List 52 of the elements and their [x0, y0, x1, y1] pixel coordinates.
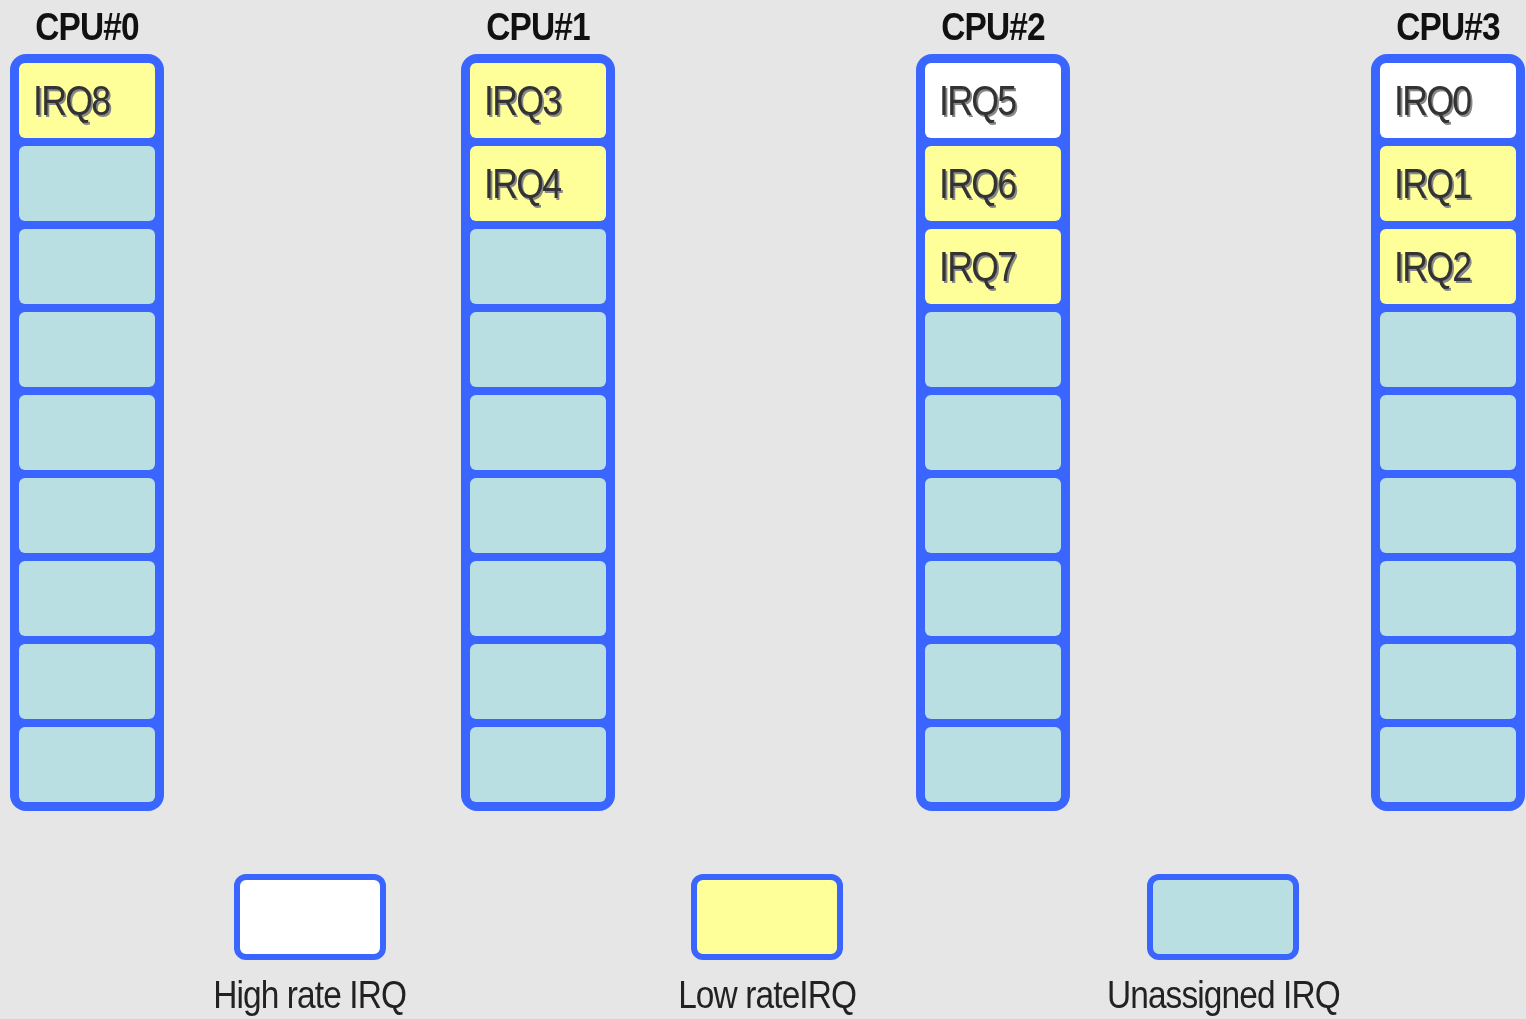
irq-label: IRQ8 [33, 76, 110, 125]
irq-slot [925, 146, 1061, 221]
empty-slot [470, 312, 606, 387]
empty-slot [470, 478, 606, 553]
legend-label: Unassigned IRQ [1106, 974, 1340, 1017]
empty-slot [19, 644, 155, 719]
irq-label: IRQ1 [1394, 159, 1471, 208]
empty-slot [1380, 727, 1516, 802]
irq-slot [925, 229, 1061, 304]
column-heading: CPU#0 [34, 5, 140, 50]
irq-slot [1380, 146, 1516, 221]
irq-slot [925, 63, 1061, 138]
irq-slot [470, 63, 606, 138]
irq-label: IRQ4 [484, 159, 561, 208]
empty-slot [19, 146, 155, 221]
empty-slot [1380, 312, 1516, 387]
irq-label: IRQ3 [484, 76, 561, 125]
empty-slot [925, 395, 1061, 470]
empty-slot [1380, 395, 1516, 470]
irq-label: IRQ5 [939, 76, 1016, 125]
irq-slot [1380, 229, 1516, 304]
column-heading: CPU#1 [485, 5, 591, 50]
legend-label: High rate IRQ [213, 974, 407, 1017]
empty-slot [1380, 561, 1516, 636]
empty-slot [19, 229, 155, 304]
empty-slot [470, 561, 606, 636]
empty-slot [470, 644, 606, 719]
irq-slot [470, 146, 606, 221]
irq-slot [19, 63, 155, 138]
empty-slot [470, 727, 606, 802]
legend-label: Low rateIRQ [678, 974, 856, 1017]
empty-slot [925, 727, 1061, 802]
empty-slot [925, 644, 1061, 719]
empty-slot [19, 395, 155, 470]
empty-slot [19, 561, 155, 636]
empty-slot [1380, 478, 1516, 553]
empty-slot [19, 727, 155, 802]
irq-label: IRQ7 [939, 242, 1016, 291]
irq-label: IRQ2 [1394, 242, 1471, 291]
empty-slot [1380, 644, 1516, 719]
empty-slot [925, 478, 1061, 553]
empty-slot [925, 312, 1061, 387]
irq-slot [1380, 63, 1516, 138]
empty-slot [470, 229, 606, 304]
empty-slot [19, 478, 155, 553]
irq-label: IRQ0 [1394, 76, 1471, 125]
column-heading: CPU#2 [940, 5, 1046, 50]
irq-label: IRQ6 [939, 159, 1016, 208]
column-heading: CPU#3 [1395, 5, 1501, 50]
empty-slot [470, 395, 606, 470]
empty-slot [925, 561, 1061, 636]
empty-slot [19, 312, 155, 387]
